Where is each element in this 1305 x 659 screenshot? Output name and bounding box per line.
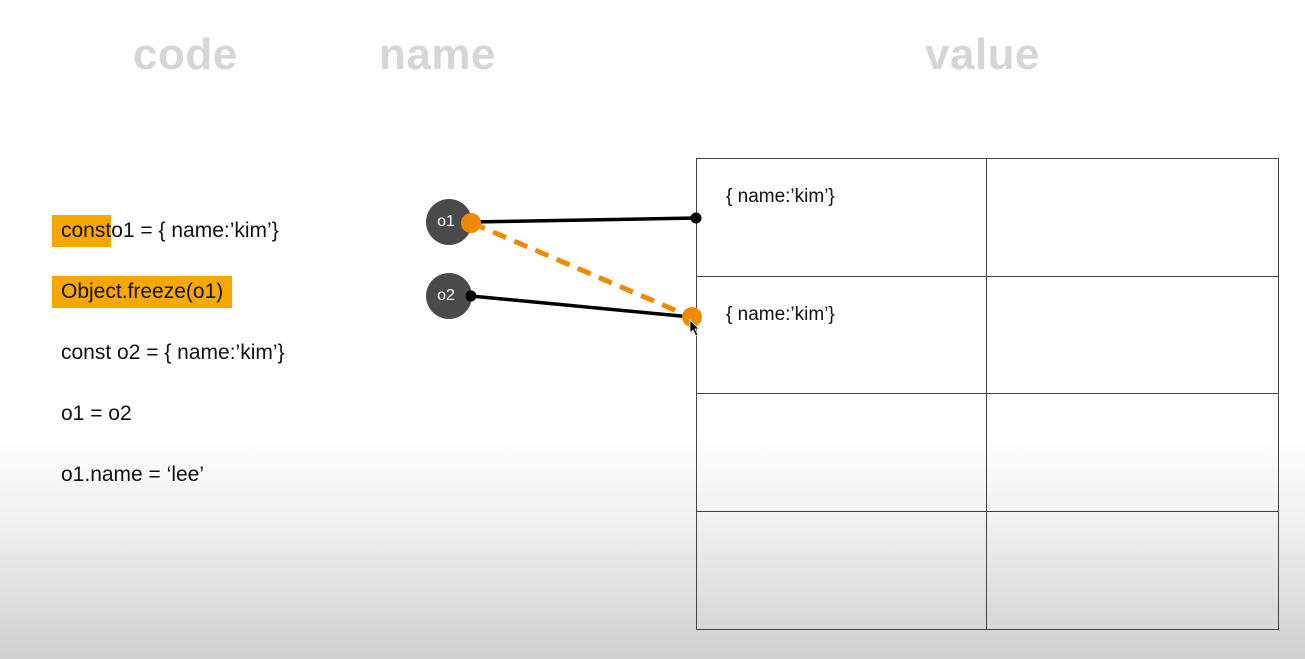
variable-node-o1: o1 (426, 199, 472, 245)
value-cell-r3c1 (697, 394, 987, 512)
name-column-heading: name (379, 30, 496, 79)
value-memory-table: { name:’kim’} { name:’kim’} (696, 158, 1279, 630)
code-line-3: const o2 = { name:’kim’} (52, 337, 285, 369)
code-line-1: consto1 = { name:’kim’} (52, 215, 279, 247)
variable-node-o2-label: o2 (437, 287, 455, 304)
code-line-4: o1 = o2 (52, 398, 132, 430)
variable-node-o2: o2 (426, 273, 472, 319)
code-column-heading: code (133, 30, 238, 79)
code-line-1-keyword-highlight: const (52, 215, 112, 247)
o2-reference-line (470, 294, 692, 319)
code-line-1-rest: o1 = { name:’kim’} (111, 219, 279, 242)
value-cell-r2c1: { name:’kim’} (697, 276, 987, 394)
code-line-5: o1.name = ‘lee’ (52, 459, 204, 491)
o1-dashed-reassign-line (471, 220, 692, 320)
variable-node-o1-label: o1 (437, 213, 455, 230)
value-cell-text: { name:’kim’} (726, 186, 835, 207)
value-cell-r1c2 (987, 159, 1278, 277)
value-cell-r4c2 (987, 512, 1278, 630)
code-line-2: Object.freeze(o1) (52, 276, 233, 308)
value-cell-r1c1: { name:’kim’} (697, 159, 987, 277)
value-cell-r4c1 (697, 511, 987, 629)
value-cell-text: { name:’kim’} (726, 303, 835, 325)
code-line-4-text: o1 = o2 (61, 402, 132, 425)
value-cell-r2c2 (987, 277, 1278, 394)
o1-reference-line (471, 216, 697, 224)
code-line-3-text: const o2 = { name:’kim’} (61, 341, 285, 364)
code-line-2-highlight: Object.freeze(o1) (52, 276, 233, 308)
code-line-5-text: o1.name = ‘lee’ (61, 463, 205, 486)
value-cell-r3c2 (987, 394, 1278, 512)
value-column-heading: value (925, 30, 1041, 79)
